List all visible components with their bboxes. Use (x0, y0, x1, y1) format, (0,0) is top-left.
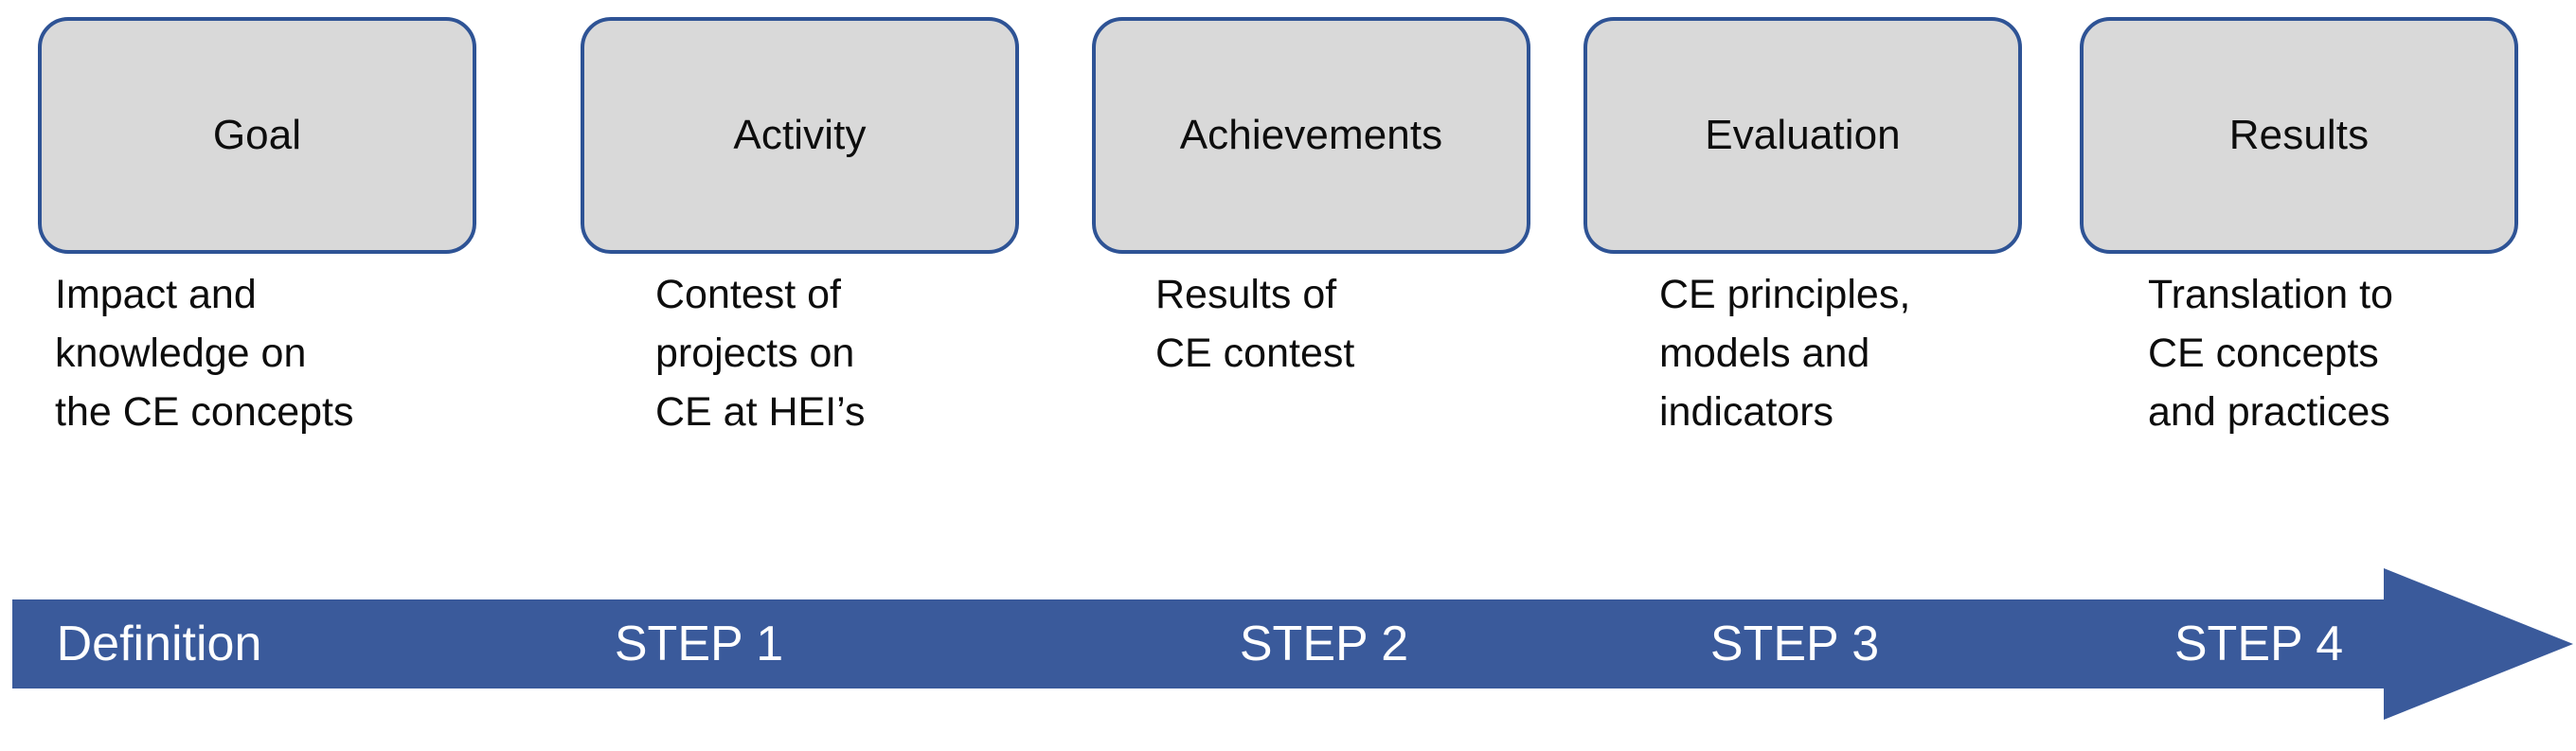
stage-box-label: Activity (733, 111, 867, 158)
stage-caption-results: Translation to CE concepts and practices (2148, 265, 2393, 441)
caption-line: models and (1659, 331, 1870, 376)
caption-line: Translation to (2148, 272, 2393, 317)
stage-box-evaluation[interactable]: Evaluation (1583, 17, 2022, 254)
timeline-step-4[interactable]: STEP 4 (2174, 617, 2344, 671)
caption-line: Results of (1155, 272, 1337, 317)
caption-line: and practices (2148, 389, 2390, 435)
stage-caption-evaluation: CE principles, models and indicators (1659, 265, 1910, 441)
caption-line: CE principles, (1659, 272, 1911, 317)
stage-box-activity[interactable]: Activity (581, 17, 1019, 254)
caption-line: Contest of (655, 272, 841, 317)
timeline-step-1[interactable]: STEP 1 (614, 617, 784, 671)
stage-box-goal[interactable]: Goal (38, 17, 476, 254)
caption-line: indicators (1659, 389, 1834, 435)
stage-box-label: Achievements (1179, 111, 1443, 158)
caption-line: CE concepts (2148, 331, 2379, 376)
stage-box-label: Results (2228, 111, 2370, 158)
timeline-arrow-band (12, 568, 2573, 720)
stage-box-results[interactable]: Results (2080, 17, 2518, 254)
caption-line: Impact and (55, 272, 257, 317)
timeline-step-2[interactable]: STEP 2 (1239, 617, 1409, 671)
timeline-step-3[interactable]: STEP 3 (1709, 617, 1880, 671)
caption-line: knowledge on (55, 331, 307, 376)
caption-line: CE at HEI’s (655, 389, 866, 435)
stage-caption-activity: Contest of projects on CE at HEI’s (655, 265, 865, 441)
caption-line: projects on (655, 331, 855, 376)
stage-caption-achievements: Results of CE contest (1155, 265, 1354, 383)
stage-box-label: Evaluation (1705, 111, 1901, 158)
stage-box-label: Goal (212, 111, 302, 158)
stage-caption-goal: Impact and knowledge on the CE concepts (55, 265, 354, 441)
stage-box-achievements[interactable]: Achievements (1092, 17, 1530, 254)
caption-line: the CE concepts (55, 389, 354, 435)
timeline-step-definition[interactable]: Definition (56, 617, 262, 671)
right-arrow-icon (12, 568, 2573, 720)
caption-line: CE contest (1155, 331, 1355, 376)
